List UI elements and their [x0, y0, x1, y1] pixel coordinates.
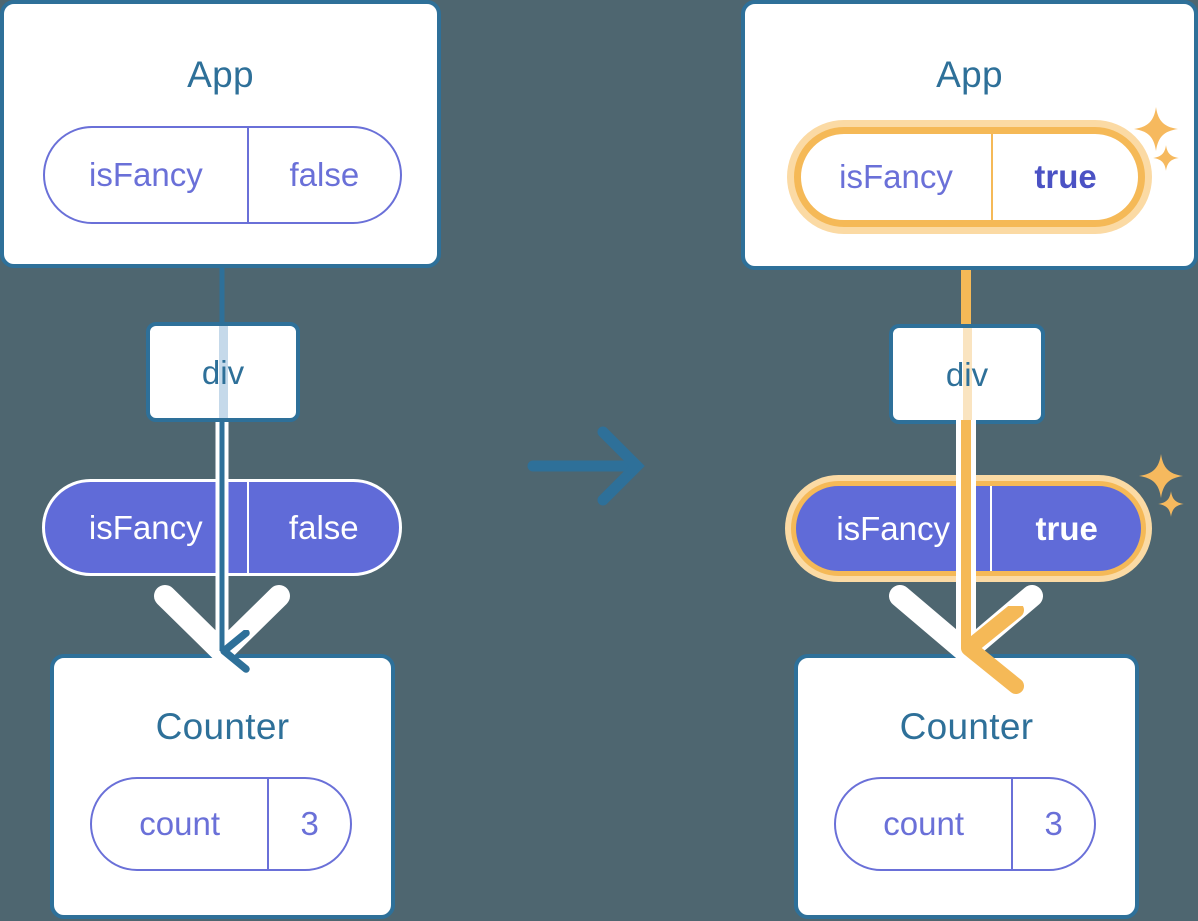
- before-div-label: div: [201, 353, 245, 391]
- before-div-box: div: [146, 322, 300, 422]
- after-app-state-key: isFancy: [839, 158, 953, 195]
- after-prop-pill: isFancy true: [791, 481, 1146, 576]
- before-prop-key: isFancy: [88, 508, 203, 546]
- sparkle-prop-small-icon: [1158, 491, 1184, 517]
- before-app-title: App: [187, 54, 254, 95]
- before-prop-value: false: [246, 482, 399, 573]
- before-counter-title: Counter: [155, 706, 290, 747]
- after-counter-title: Counter: [899, 706, 1034, 747]
- after-counter-state-pill: count 3: [834, 777, 1096, 871]
- after-app-state-pill: isFancy true: [794, 127, 1145, 227]
- before-prop-pill: isFancy false: [42, 479, 402, 576]
- before-app-state-value: false: [246, 128, 400, 222]
- transition-arrow-icon: [527, 426, 645, 506]
- after-div-inner-line: [963, 328, 972, 420]
- before-counter-state-key: count: [139, 805, 220, 842]
- after-counter-state-key: count: [883, 805, 964, 842]
- after-prop-key: isFancy: [836, 509, 951, 547]
- after-app-state-value: true: [991, 134, 1138, 220]
- sparkle-prop-large-icon: [1139, 454, 1183, 498]
- before-counter-state-value: 3: [267, 779, 350, 869]
- before-counter-state-pill: count 3: [90, 777, 352, 871]
- after-counter-state-value: 3: [1011, 779, 1094, 869]
- before-div-inner-line: [219, 326, 228, 418]
- after-app-title: App: [936, 54, 1003, 95]
- after-prop-value: true: [990, 486, 1141, 571]
- before-app-state-pill: isFancy false: [43, 126, 402, 224]
- after-div-label: div: [945, 355, 989, 393]
- after-div-box: div: [889, 324, 1045, 424]
- before-app-state-key: isFancy: [89, 156, 203, 193]
